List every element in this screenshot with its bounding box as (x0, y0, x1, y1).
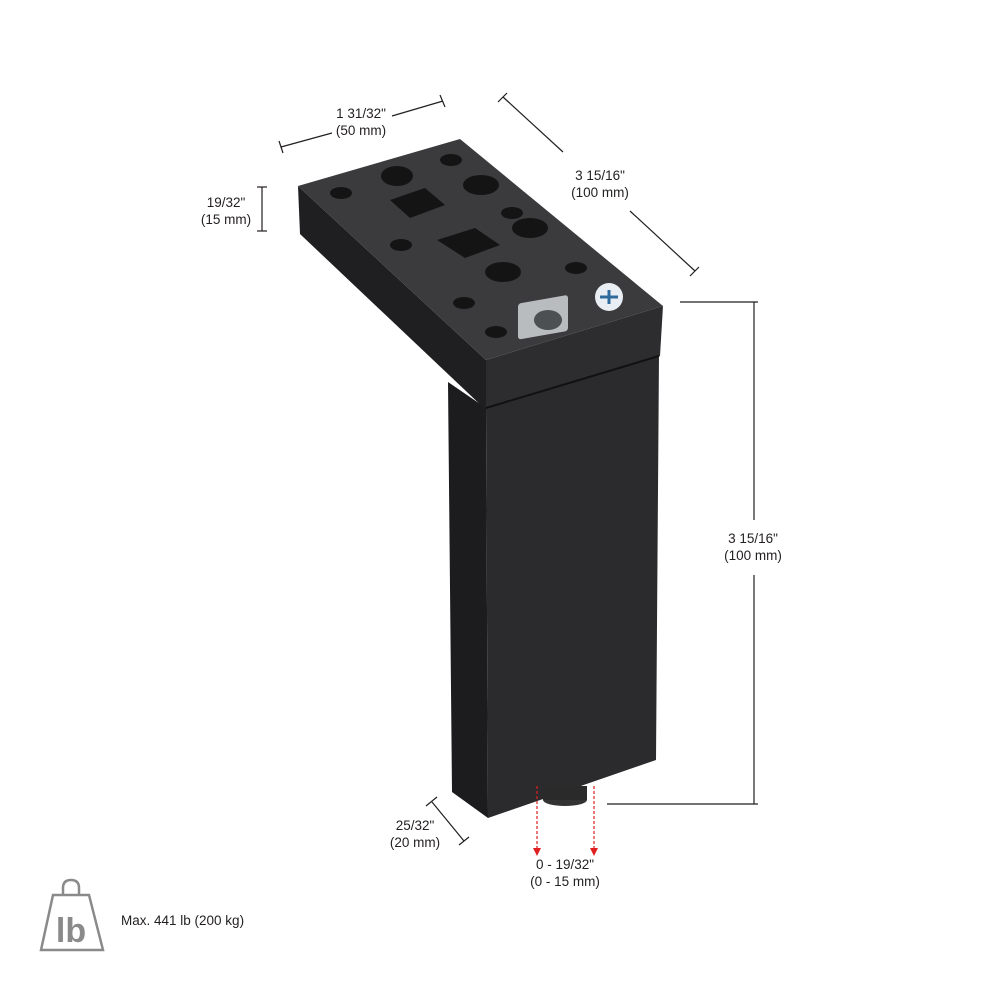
dimension-lines (257, 92, 758, 846)
plate-length-label: 3 15/16"(100 mm) (571, 168, 629, 200)
leg-front-face (486, 355, 659, 818)
plate-width-label: 1 31/32"(50 mm) (335, 106, 387, 138)
leg-width-label: 25/32"(20 mm) (389, 818, 441, 850)
leveler-adjustment-label: 0 - 19/32"(0 - 15 mm) (530, 857, 600, 889)
max-load-caption: Max. 441 lb (200 kg) (121, 913, 245, 928)
leveler-body (543, 786, 587, 800)
mounting-holes (330, 154, 587, 338)
leg-height-label: 3 15/16"(100 mm) (724, 531, 782, 563)
plate-thickness-label: 19/32"(15 mm) (200, 195, 252, 227)
svg-text:lb: lb (56, 912, 86, 950)
weight-lb-icon (39, 878, 105, 952)
plate-front-face (486, 306, 663, 410)
leg-side-face (448, 382, 488, 818)
plate-side-face (298, 186, 486, 410)
adjustment-arrows (536, 786, 595, 850)
